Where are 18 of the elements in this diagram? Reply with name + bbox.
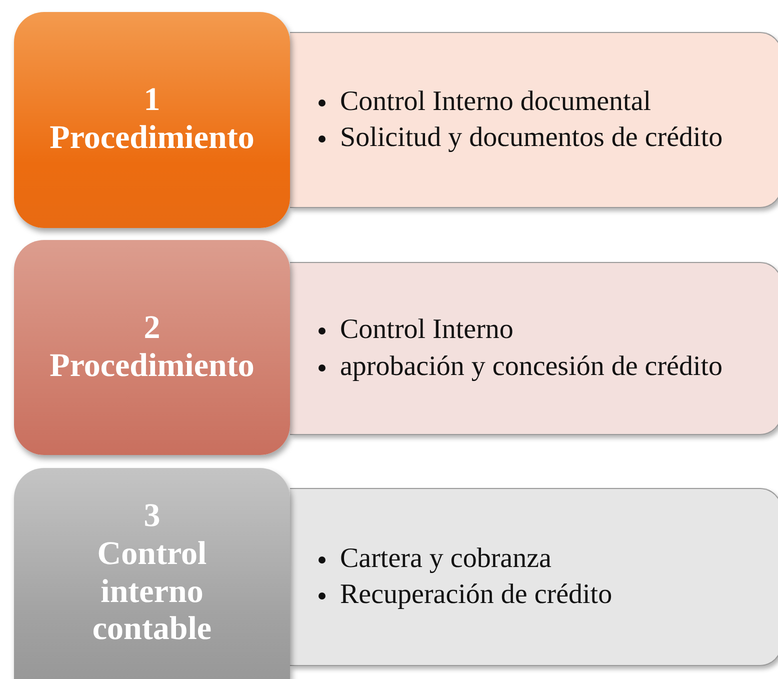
bullet-text: Solicitud y documentos de crédito — [340, 122, 723, 153]
bullet-text: Recuperación de crédito — [340, 579, 612, 610]
detail-box — [290, 32, 778, 208]
bullet-text: aprobación y concesión de crédito — [340, 350, 723, 382]
step-box — [14, 240, 290, 455]
step-box — [14, 468, 290, 679]
step-number: 3 — [144, 498, 160, 536]
step-box — [14, 12, 290, 228]
step-number: 1 — [144, 82, 160, 120]
bullet-text: Cartera y cobranza — [340, 542, 552, 574]
detail-box — [290, 488, 778, 666]
step-number: 2 — [144, 310, 160, 348]
bullet-text: Control Interno — [340, 314, 514, 346]
step-title: Procedimiento — [50, 348, 254, 386]
step-title: Control interno contable — [91, 536, 213, 650]
bullet-text: Control Interno documental — [340, 86, 652, 117]
detail-box — [290, 262, 778, 435]
step-title: Procedimiento — [50, 120, 254, 158]
